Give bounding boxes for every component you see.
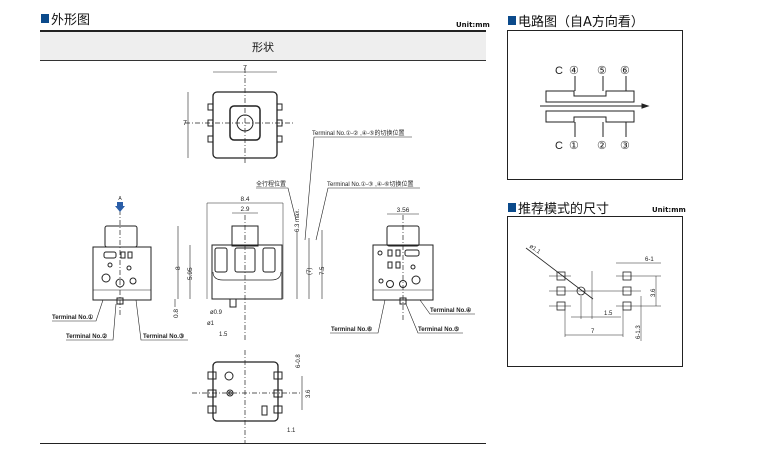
bottom-view: 6-0.8 3.6 1.1: [192, 350, 312, 443]
side-view-b: 3.56 Terminal No.④ Terminal No.⑤ Termina…: [330, 207, 475, 334]
dim-7-ref: (7): [307, 268, 313, 275]
section-marker-icon: [508, 203, 516, 212]
terminal-3: ③: [620, 140, 630, 152]
dim-7-5: 7.5: [320, 266, 326, 275]
terminal-5: ⑤: [597, 65, 607, 77]
terminal-4-label: Terminal No.④: [430, 307, 472, 314]
dim-1-5: 1.5: [604, 311, 613, 317]
dim-6-0-8: 6-0.8: [296, 354, 302, 368]
dim-hole-0-9: ø0.9: [210, 310, 223, 316]
pcb-unit: Unit:mm: [652, 206, 686, 214]
dim-6-1-3: 6-1.3: [636, 325, 642, 339]
terminal-2-label: Terminal No.②: [66, 333, 108, 340]
circuit-diagram-box: C ④ ⑤ ⑥ C ① ② ③: [507, 30, 683, 180]
dim-8-4: 8.4: [240, 196, 249, 203]
dim-0-8: 0.8: [173, 309, 180, 318]
circuit-section-title: 电路图（自A方向看）: [508, 11, 644, 30]
dim-8: 8: [175, 266, 182, 270]
common-top-label: C: [555, 65, 563, 77]
dim-7: 7: [591, 329, 595, 335]
terminal-1: ①: [569, 140, 579, 152]
dim-5-95: 5.95: [187, 267, 194, 280]
pcb-section-title: 推荐模式的尺寸: [508, 198, 609, 217]
dim-6-3-max: 6.3 max.: [295, 209, 301, 232]
dim-hole-1-1: ø1.1: [528, 244, 542, 256]
section-marker-icon: [508, 16, 516, 25]
dim-hole-1: ø1: [207, 321, 215, 327]
full-travel-callout: 全行程位置: [256, 180, 286, 188]
arrow-icon: [641, 103, 650, 109]
pcb-pattern: ø1.1 6-1 3.6 1.5 7 6-1.3: [525, 244, 661, 341]
terminal-1-label: Terminal No.①: [52, 314, 94, 321]
section-marker-icon: [41, 14, 49, 23]
outline-drawing: 7 7 A Terminal No.① Terminal No.② Termin…: [52, 65, 475, 443]
top-view: 7 7: [183, 65, 295, 165]
terminal-2: ②: [597, 140, 607, 152]
circuit-title-text: 电路图（自A方向看）: [518, 15, 644, 30]
terminal-5-label: Terminal No.⑤: [418, 326, 460, 333]
shape-header-text: 形状: [252, 41, 274, 54]
circuit-diagram: C ④ ⑤ ⑥ C ① ② ③: [540, 65, 650, 152]
outline-unit: Unit:mm: [456, 21, 490, 29]
view-a-arrow-icon: [115, 202, 125, 212]
pcb-pattern-box: ø1.1 6-1 3.6 1.5 7 6-1.3: [507, 216, 683, 367]
side-view: 8.4 2.9 8 5.95 0.8 ø0.9 ø1 1.5 6.3 max. …: [173, 129, 420, 340]
outline-title-text: 外形图: [51, 13, 91, 28]
outline-section-title: 外形图: [41, 9, 90, 28]
dim-1-5: 1.5: [219, 332, 228, 338]
dim-6-1: 6-1: [645, 257, 654, 263]
switch-13-46-callout: Terminal No.①-③ ,④-⑥切换位置: [327, 180, 414, 188]
shape-column-header: 形状: [40, 30, 486, 61]
common-bottom-label: C: [555, 140, 563, 152]
terminal-6-label: Terminal No.⑥: [331, 326, 373, 333]
dim-3-6: 3.6: [306, 389, 312, 398]
top-width-dim: 7: [243, 65, 247, 72]
dim-1-1: 1.1: [287, 428, 296, 434]
view-a-label: A: [118, 196, 122, 202]
bottom-rule: [40, 443, 486, 444]
dim-3-56: 3.56: [397, 207, 410, 214]
dim-3-6: 3.6: [651, 288, 657, 297]
terminal-3-label: Terminal No.③: [143, 333, 185, 340]
terminal-6: ⑥: [620, 65, 630, 77]
switch-12-45-callout: Terminal No.①-② ,④-⑤的切换位置: [312, 129, 405, 137]
dim-2-9: 2.9: [240, 206, 249, 213]
terminal-4: ④: [569, 65, 579, 77]
top-height-dim: 7: [183, 120, 187, 127]
pcb-title-text: 推荐模式的尺寸: [518, 202, 610, 217]
side-view-a: A Terminal No.① Terminal No.② Terminal N…: [52, 196, 188, 341]
